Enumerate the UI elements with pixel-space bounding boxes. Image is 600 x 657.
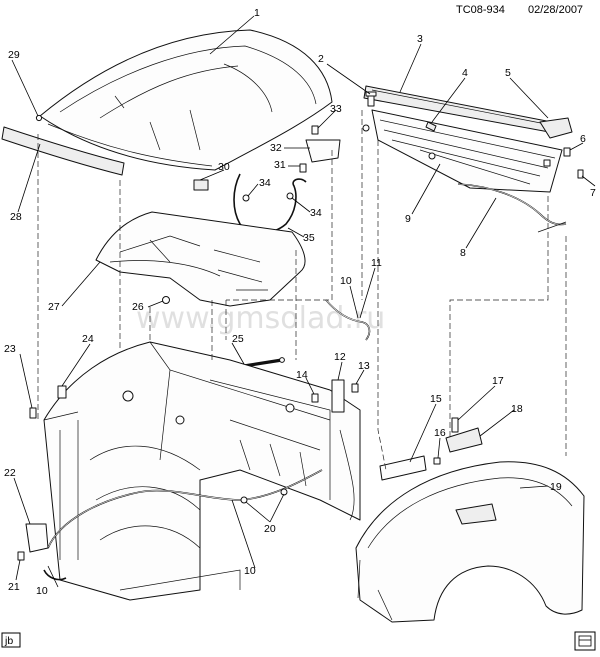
callout-25: 25	[232, 333, 244, 345]
callout-21: 21	[8, 581, 20, 593]
cable-clip-20b[interactable]	[280, 488, 288, 496]
cable-10-end[interactable]	[43, 569, 67, 581]
callout-34b: 34	[310, 207, 322, 219]
callout-22: 22	[4, 467, 16, 479]
watermark: www.gmsolad.ru	[136, 301, 385, 336]
callout-16: 16	[434, 427, 446, 439]
callout-1: 1	[254, 7, 260, 19]
washer-nozzle[interactable]	[425, 121, 437, 132]
bolt-17[interactable]	[451, 417, 459, 433]
bolt-33[interactable]	[311, 125, 319, 135]
washer-hose-35[interactable]	[233, 173, 307, 234]
callout-30: 30	[218, 161, 230, 173]
callout-31: 31	[274, 159, 286, 171]
diagram-date: 02/28/2007	[528, 4, 583, 16]
bolt-7[interactable]	[577, 169, 584, 179]
callout-3: 3	[417, 33, 423, 45]
assembly-guide-lines	[37, 110, 567, 471]
callout-8: 8	[460, 247, 466, 259]
hood-deflector[interactable]	[1, 126, 125, 176]
callout-27: 27	[48, 301, 60, 313]
callout-15: 15	[430, 393, 442, 405]
latch-bracket[interactable]	[331, 379, 345, 413]
callout-2: 2	[318, 53, 324, 65]
bolt-2[interactable]	[365, 91, 377, 107]
bolt-23[interactable]	[29, 407, 37, 419]
callout-9: 9	[405, 213, 411, 225]
callout-labels: 1 2 3 4 5 6 7 8 9 10 11 12 13 14 15 16 1…	[4, 7, 596, 597]
bolt-13[interactable]	[351, 383, 359, 393]
callout-10b: 10	[244, 565, 256, 577]
fender-bracket[interactable]	[379, 455, 427, 481]
callout-10c: 10	[36, 585, 48, 597]
leader-lines	[11, 15, 596, 588]
callout-26: 26	[132, 301, 144, 313]
callout-24: 24	[82, 333, 94, 345]
hood-insulator[interactable]	[95, 211, 306, 307]
front-end-structure	[43, 341, 361, 601]
nut-6b[interactable]	[543, 159, 551, 167]
diagram-code: TC08-934	[456, 4, 505, 16]
callout-18: 18	[511, 403, 523, 415]
callout-34a: 34	[259, 177, 271, 189]
callout-32: 32	[270, 142, 282, 154]
front-fender[interactable]	[355, 461, 585, 623]
hood-hinge[interactable]	[305, 139, 341, 163]
callout-13: 13	[358, 360, 370, 372]
callout-35: 35	[303, 232, 315, 244]
cowl-seal-end[interactable]	[539, 117, 573, 139]
callout-28: 28	[10, 211, 22, 223]
bolt-31[interactable]	[299, 163, 307, 173]
clip-34b[interactable]	[286, 192, 294, 200]
cowl-panel[interactable]	[362, 109, 563, 193]
callout-10a: 10	[340, 275, 352, 287]
bolt-14[interactable]	[311, 393, 319, 403]
callout-4: 4	[462, 67, 468, 79]
fender-support[interactable]	[445, 427, 483, 453]
retainer-26[interactable]	[162, 296, 170, 304]
callout-12: 12	[334, 351, 346, 363]
callout-19: 19	[550, 481, 562, 493]
svg-text:jb: jb	[4, 635, 13, 647]
callout-17: 17	[492, 375, 504, 387]
hood[interactable]	[39, 29, 333, 171]
clip-29[interactable]	[35, 114, 43, 122]
callout-33: 33	[330, 103, 342, 115]
cable-clip-20a[interactable]	[240, 496, 248, 504]
nut-16[interactable]	[433, 457, 441, 465]
callout-29: 29	[8, 49, 20, 61]
hood-latch[interactable]	[25, 523, 49, 553]
bolt-21[interactable]	[17, 551, 25, 561]
corner-badge-right	[574, 631, 596, 651]
callout-6: 6	[580, 133, 586, 145]
callout-14: 14	[296, 369, 308, 381]
callout-5: 5	[505, 67, 511, 79]
callout-23: 23	[4, 343, 16, 355]
hood-stop[interactable]	[57, 385, 67, 399]
clip-34a[interactable]	[242, 194, 250, 202]
corner-badge-left: jb	[1, 632, 21, 648]
nut-6[interactable]	[563, 147, 571, 157]
callout-7: 7	[590, 187, 596, 199]
hinge-cover[interactable]	[193, 179, 209, 191]
callout-20: 20	[264, 523, 276, 535]
callout-11: 11	[371, 257, 382, 269]
